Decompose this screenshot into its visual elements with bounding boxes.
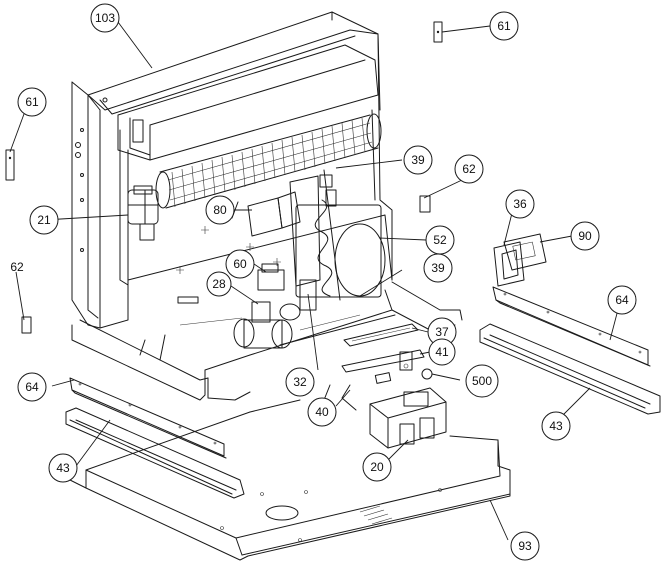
part-37 [343,323,419,347]
piece-62-left [21,316,32,334]
svg-text:62: 62 [462,162,476,176]
gasket-36 [493,241,525,287]
callout-39-lower: 39 [423,253,453,283]
callout-40: 40 [307,397,337,427]
gearbox-20 [369,387,447,449]
switch-60 [257,263,317,321]
svg-text:43: 43 [549,419,563,433]
base-tray-93 [69,399,511,561]
blower-motor [127,185,159,241]
callout-21: 21 [29,205,59,235]
rail-64-left [69,377,227,459]
callout-64-right: 64 [607,285,637,315]
callout-36: 36 [505,189,535,219]
part-40 [323,372,392,411]
callout-500: 500 [465,364,499,398]
callout-62-left: 62 [10,260,24,274]
svg-text:32: 32 [293,375,307,389]
rail-43-left [65,407,245,499]
svg-text:64: 64 [615,293,629,307]
bracket-80 [231,191,301,237]
svg-text:41: 41 [435,345,449,359]
svg-text:103: 103 [95,11,115,25]
callout-62-right: 62 [454,154,484,184]
upper-housing-assembly [71,11,393,329]
callout-52: 52 [425,225,455,255]
callout-39-top: 39 [403,145,433,175]
svg-text:80: 80 [213,203,227,217]
callout-61-left: 61 [17,87,47,117]
svg-text:93: 93 [518,539,532,553]
callout-41: 41 [428,338,456,366]
lower-frame [71,281,463,401]
svg-text:36: 36 [513,197,527,211]
svg-text:90: 90 [578,229,592,243]
callout-80: 80 [205,195,235,225]
callout-61-right: 61 [489,11,519,41]
svg-text:61: 61 [497,19,511,33]
svg-text:39: 39 [411,153,425,167]
svg-text:52: 52 [433,233,447,247]
plate-90 [503,233,547,271]
callout-43-left: 43 [48,453,78,483]
svg-text:21: 21 [37,213,51,227]
rail-64-right [492,286,651,367]
bracket-61-right [433,21,443,43]
callout-93: 93 [510,531,540,561]
svg-text:64: 64 [25,380,39,394]
piece-62-right [419,195,431,213]
part-500 [421,368,433,380]
leader-lines [9,21,621,541]
svg-text:37: 37 [435,325,449,339]
svg-text:43: 43 [56,461,70,475]
svg-text:61: 61 [25,95,39,109]
callout-20: 20 [362,452,392,482]
callout-43-right: 43 [541,411,571,441]
svg-text:20: 20 [370,460,384,474]
svg-text:40: 40 [315,405,329,419]
part-41 [341,349,425,373]
svg-text:500: 500 [472,374,492,388]
svg-text:28: 28 [212,277,226,291]
svg-text:62: 62 [10,260,24,274]
motor-28 [179,301,293,349]
bracket-61-left [5,149,15,181]
rail-43-right [479,323,661,415]
callout-60: 60 [225,249,255,279]
plate-39 [289,175,321,287]
callout-90: 90 [570,221,600,251]
blower-wheel [155,113,382,209]
callout-28: 28 [206,271,232,297]
callout-32: 32 [285,367,315,397]
svg-text:39: 39 [431,261,445,275]
callout-103: 103 [90,3,120,33]
callout-64-left: 64 [17,372,47,402]
svg-text:60: 60 [233,257,247,271]
